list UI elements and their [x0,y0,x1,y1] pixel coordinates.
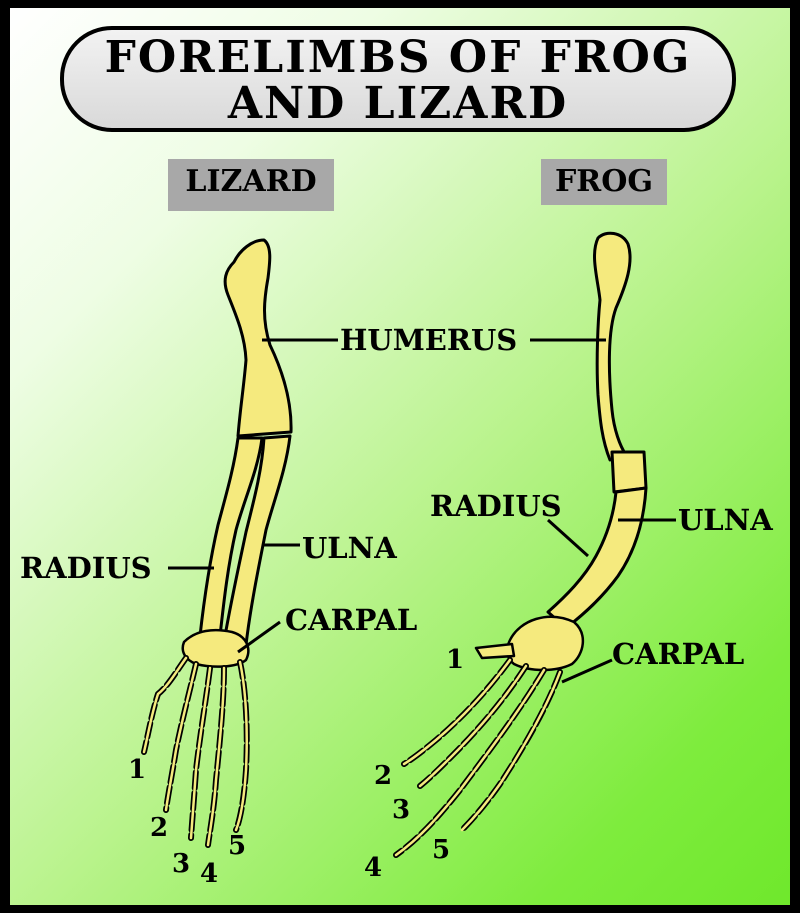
frog-digit-label-1: 1 [446,645,465,675]
lizard-digit-label-3: 3 [172,849,191,879]
frog-digit-1 [474,642,516,660]
frog-label-carpal: CARPAL [612,637,745,671]
frog-digit-bones [394,658,562,857]
lizard-leader-lines [168,338,338,654]
frog-digit-label-5: 5 [432,835,451,865]
label-humerus: HUMERUS [340,323,518,357]
frog-digit-label-2: 2 [374,761,393,791]
lizard-label-radius: RADIUS [20,551,152,585]
lizard-label-carpal: CARPAL [285,603,418,637]
lizard-digit-label-1: 1 [128,755,147,785]
frog-digit-label-4: 4 [364,853,383,883]
lizard-digit-bones [142,656,248,847]
lizard-tag: LIZARD [168,159,334,211]
frog-humerus [593,231,632,462]
frog-radio-ulna [546,486,648,630]
lizard-digit-label-5: 5 [228,831,247,861]
frog-elbow [610,450,648,494]
frog-label-radius: RADIUS [430,489,562,523]
frog-leader-lines [530,338,676,684]
background-panel [10,8,790,905]
title-line-1: FORELIMBS OF FROG [104,32,692,83]
frog-digit-label-3: 3 [392,795,411,825]
lizard-forelimb [141,238,338,848]
lizard-digit-label-2: 2 [150,813,169,843]
lizard-humerus [223,238,293,438]
frog-tag: FROG [541,159,667,205]
lizard-label-ulna: ULNA [302,531,397,565]
frog-digits [393,657,563,858]
title-banner: FORELIMBS OF FROG AND LIZARD [60,26,736,132]
frog-carpals [506,615,584,672]
frog-label-ulna: ULNA [678,503,773,537]
frog-forelimb [393,231,676,858]
lizard-digit-label-4: 4 [200,859,219,889]
title-line-2: AND LIZARD [227,78,569,129]
